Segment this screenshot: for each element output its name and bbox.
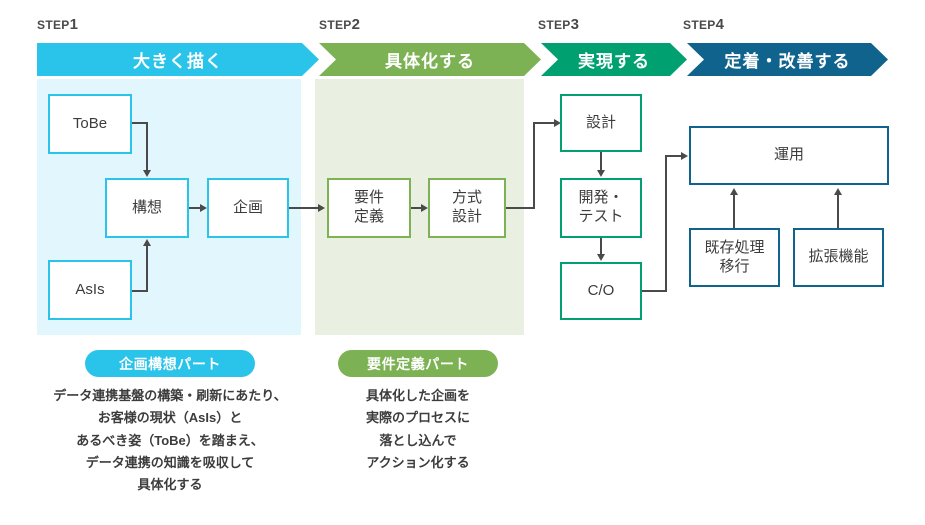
- step-label-3: STEP3: [538, 16, 579, 34]
- node-kikaku-label: 企画: [232, 198, 263, 216]
- node-kikaku[interactable]: 企画: [207, 178, 289, 238]
- connector-houshiki-sekkei-v: [533, 122, 535, 209]
- connector-kizon-unyou: [733, 195, 735, 228]
- connector-houshiki-sekkei-h1: [506, 207, 535, 209]
- step-label-2: STEP2: [319, 16, 360, 34]
- arrowhead-kakuchou-unyou: [833, 188, 842, 195]
- node-unyou-label: 運用: [773, 146, 804, 164]
- connector-asis-kousou-h: [132, 290, 148, 292]
- arrowhead-sekkei-kaihatsu: [596, 170, 605, 177]
- arrowhead-kousou-kikaku: [200, 203, 207, 212]
- node-kakuchou[interactable]: 拡張機能: [793, 228, 884, 287]
- step2-description: 具体化した企画を 実際のプロセスに 落とし込んで アクション化する: [365, 388, 470, 471]
- node-kizon[interactable]: 既存処理 移行: [689, 228, 780, 287]
- connector-asis-kousou-v: [146, 246, 148, 292]
- node-tobe[interactable]: ToBe: [48, 94, 132, 154]
- node-houshiki-label: 方式 設計: [451, 189, 482, 225]
- step4-chevron-banner[interactable]: 定着・改善する: [687, 43, 888, 76]
- node-tobe-label: ToBe: [72, 114, 108, 132]
- arrowhead-kizon-unyou: [729, 188, 738, 195]
- step1-part-pill: 企画構想パート: [85, 350, 255, 377]
- connector-kousou-kikaku: [189, 207, 200, 209]
- connector-kikaku-youken: [289, 207, 318, 209]
- node-co[interactable]: C/O: [560, 262, 642, 320]
- connector-co-unyou-h2: [665, 155, 682, 157]
- step2-chevron-banner[interactable]: 具体化する: [319, 43, 541, 76]
- step-label-4-prefix: STEP: [683, 18, 716, 32]
- connector-sekkei-kaihatsu: [600, 152, 602, 171]
- arrowhead-houshiki-sekkei: [554, 118, 561, 127]
- node-asis-label: AsIs: [75, 280, 105, 298]
- arrowhead-asis-kousou: [142, 239, 151, 246]
- node-kousou-label: 構想: [131, 198, 162, 216]
- connector-co-unyou-h1: [642, 290, 667, 292]
- node-houshiki[interactable]: 方式 設計: [428, 178, 506, 238]
- node-kaihatsu[interactable]: 開発・ テスト: [560, 178, 642, 238]
- step1-description: データ連携基盤の構築・刷新にあたり、 お客様の現状（AsIs）と あるべき姿（T…: [53, 388, 287, 493]
- step-label-1: STEP1: [37, 16, 78, 34]
- connector-co-unyou-v: [665, 155, 667, 292]
- step2-chevron-title: 具体化する: [384, 52, 476, 71]
- connector-houshiki-sekkei-h2: [533, 122, 555, 124]
- step1-part-pill-label: 企画構想パート: [119, 355, 221, 372]
- node-youken-label: 要件 定義: [353, 189, 384, 225]
- node-co-label: C/O: [587, 281, 615, 299]
- connector-kakuchou-unyou: [837, 195, 839, 228]
- node-sekkei[interactable]: 設計: [560, 94, 642, 152]
- step-label-3-number: 3: [570, 16, 580, 33]
- step-label-2-number: 2: [351, 16, 361, 33]
- arrowhead-kaihatsu-co: [596, 254, 605, 261]
- connector-kaihatsu-co: [600, 238, 602, 255]
- step1-chevron-banner[interactable]: 大きく描く: [37, 43, 319, 76]
- connector-youken-houshiki: [411, 207, 421, 209]
- arrowhead-co-unyou: [681, 151, 688, 160]
- node-sekkei-label: 設計: [585, 113, 616, 131]
- node-kizon-label: 既存処理 移行: [704, 238, 765, 275]
- node-youken[interactable]: 要件 定義: [327, 178, 411, 238]
- connector-tobe-kousou-v: [146, 122, 148, 170]
- node-kousou[interactable]: 構想: [105, 178, 189, 238]
- step3-chevron-title: 実現する: [577, 52, 651, 71]
- step2-part-pill: 要件定義パート: [338, 350, 498, 377]
- step3-chevron-banner[interactable]: 実現する: [541, 43, 687, 76]
- arrowhead-tobe-kousou: [142, 170, 151, 177]
- step-label-2-prefix: STEP: [319, 18, 352, 32]
- step-label-1-number: 1: [69, 16, 79, 33]
- node-kaihatsu-label: 開発・ テスト: [578, 189, 624, 225]
- step-label-4: STEP4: [683, 16, 724, 34]
- arrowhead-youken-houshiki: [421, 203, 428, 212]
- node-unyou[interactable]: 運用: [689, 126, 889, 185]
- step4-chevron-title: 定着・改善する: [724, 52, 851, 71]
- arrowhead-kikaku-youken: [318, 203, 325, 212]
- step1-chevron-title: 大きく描く: [132, 52, 224, 71]
- step-label-4-number: 4: [715, 16, 725, 33]
- step2-part-pill-label: 要件定義パート: [367, 355, 469, 372]
- step-label-1-prefix: STEP: [37, 18, 70, 32]
- node-kakuchou-label: 拡張機能: [808, 248, 869, 266]
- step-label-3-prefix: STEP: [538, 18, 571, 32]
- connector-tobe-kousou-h: [132, 122, 148, 124]
- node-asis[interactable]: AsIs: [48, 260, 132, 320]
